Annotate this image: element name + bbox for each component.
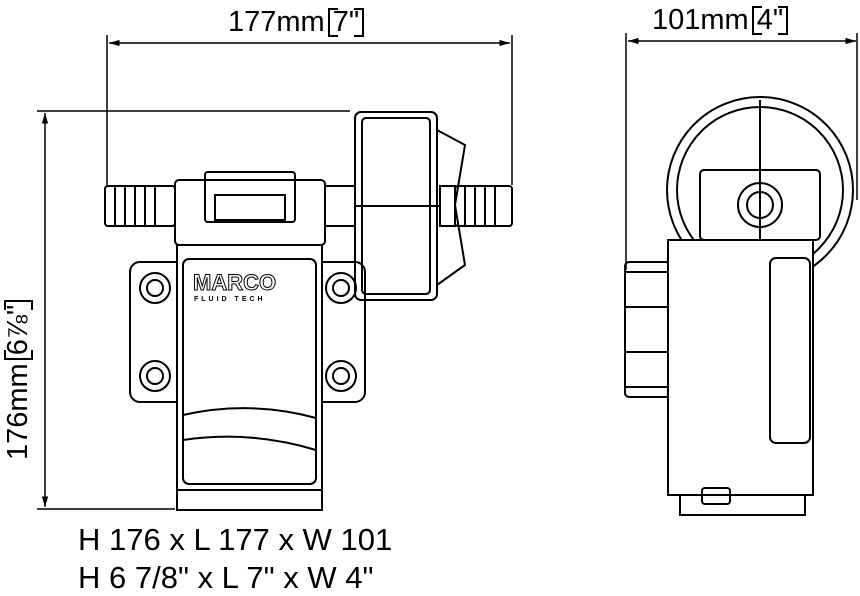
- height-label: 176mm6⅞": [2, 299, 35, 460]
- caption-imperial: H 6 7/8" x L 7" x W 4": [78, 560, 374, 595]
- length-inch: 7": [327, 8, 365, 37]
- length-dimension-line: [106, 35, 513, 185]
- width-dimension-line: [625, 33, 858, 270]
- svg-text:FLUID TECH: FLUID TECH: [194, 296, 266, 303]
- height-mm: 176mm: [2, 363, 34, 460]
- pump-front-view: [624, 96, 854, 516]
- width-inch: 4": [751, 6, 789, 35]
- pump-side-view: [104, 111, 513, 511]
- marco-logo: MARCO: [193, 270, 276, 295]
- height-dimension-line: [37, 110, 350, 510]
- width-mm: 101mm: [652, 4, 749, 36]
- length-mm: 177mm: [228, 6, 325, 38]
- height-inch: 6⅞": [2, 299, 34, 361]
- caption-metric: H 176 x L 177 x W 101: [78, 522, 393, 557]
